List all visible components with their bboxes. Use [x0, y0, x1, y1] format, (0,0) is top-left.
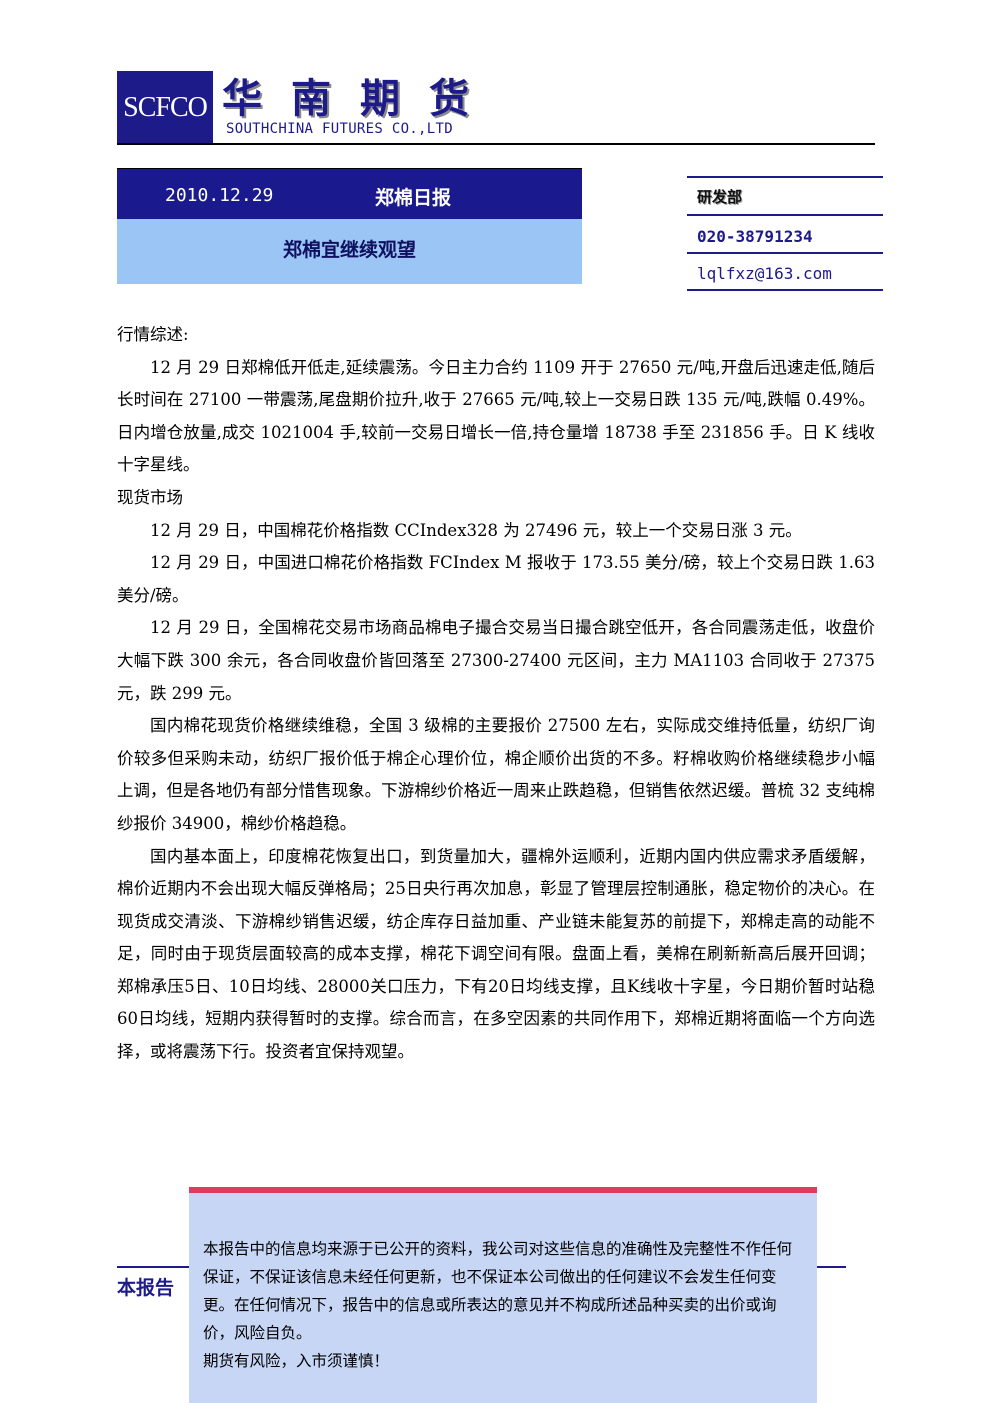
- footer-rule-left: [117, 1266, 189, 1268]
- contact-divider: [687, 214, 883, 216]
- paragraph-electronic-trading: 12 月 29 日，全国棉花交易市场商品棉电子撮合交易当日撮合跳空低开，各合同震…: [117, 618, 875, 703]
- footer-side-label: 本报告: [117, 1277, 175, 1299]
- paragraph-spot-prices: 国内棉花现货价格继续维稳，全国 3 级棉的主要报价 27500 左右，实际成交维…: [117, 716, 875, 833]
- footer-rule-right: [817, 1266, 846, 1268]
- disclaimer-statement: 本报告中的信息均来源于已公开的资料，我公司对这些信息的准确性及完整性不作任何保证…: [203, 1240, 793, 1342]
- report-body: 行情综述: 12 月 29 日郑棉低开低走,延续震荡。今日主力合约 1109 开…: [117, 319, 892, 1069]
- department-label: 研发部: [697, 188, 743, 206]
- risk-warning: 期货有风险，入市须谨慎！: [203, 1352, 390, 1370]
- company-logo: SCFCO: [117, 71, 213, 145]
- section-heading-spot: 现货市场: [117, 487, 183, 507]
- logo-text: SCFCO: [123, 92, 208, 123]
- paragraph-market-summary: 12 月 29 日郑棉低开低走,延续震荡。今日主力合约 1109 开于 2765…: [117, 357, 875, 475]
- paragraph-fcindex: 12 月 29 日，中国进口棉花价格指数 FCIndex M 报收于 173.5…: [117, 553, 892, 605]
- report-date-bar: 2010.12.29 郑棉日报: [117, 168, 582, 220]
- company-name-cn: 华南期货: [222, 76, 498, 122]
- contact-divider: [687, 252, 883, 254]
- contact-divider: [687, 176, 883, 178]
- disclaimer-text: 本报告中的信息均来源于已公开的资料，我公司对这些信息的准确性及完整性不作任何保证…: [203, 1235, 805, 1375]
- section-heading-market: 行情综述:: [117, 325, 189, 344]
- report-title: 郑棉宜继续观望: [282, 239, 416, 261]
- contact-phone: 020-38791234: [697, 227, 813, 246]
- paragraph-outlook: 国内基本面上，印度棉花恢复出口，到货量加大，疆棉外运顺利，近期内国内供应需求矛盾…: [117, 846, 875, 1062]
- report-title-bar: 郑棉宜继续观望: [117, 219, 582, 284]
- report-type: 郑棉日报: [375, 187, 452, 209]
- report-date: 2010.12.29: [165, 185, 274, 206]
- contact-divider: [687, 289, 883, 291]
- paragraph-ccindex: 12 月 29 日，中国棉花价格指数 CCIndex328 为 27496 元，…: [150, 520, 802, 540]
- contact-email[interactable]: lqlfxz@163.com: [697, 264, 832, 283]
- company-name-en: SOUTHCHINA FUTURES CO.,LTD: [226, 121, 453, 137]
- disclaimer-box: 本报告中的信息均来源于已公开的资料，我公司对这些信息的准确性及完整性不作任何保证…: [189, 1187, 817, 1403]
- header-divider: [117, 143, 875, 145]
